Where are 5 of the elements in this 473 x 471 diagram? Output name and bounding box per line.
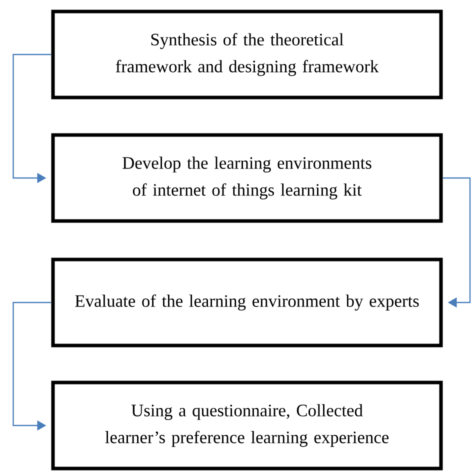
arrow xyxy=(442,177,471,308)
process-box: Evaluate of the learning environment by experts xyxy=(51,258,443,348)
process-box: Using a questionnaire, Collected learner’s preference learning experience xyxy=(51,380,443,470)
process-box: Synthesis of the theoretical framework and designing framework xyxy=(51,10,443,100)
process-box: Develop the learning environments of internet of things learning kit xyxy=(51,133,443,223)
